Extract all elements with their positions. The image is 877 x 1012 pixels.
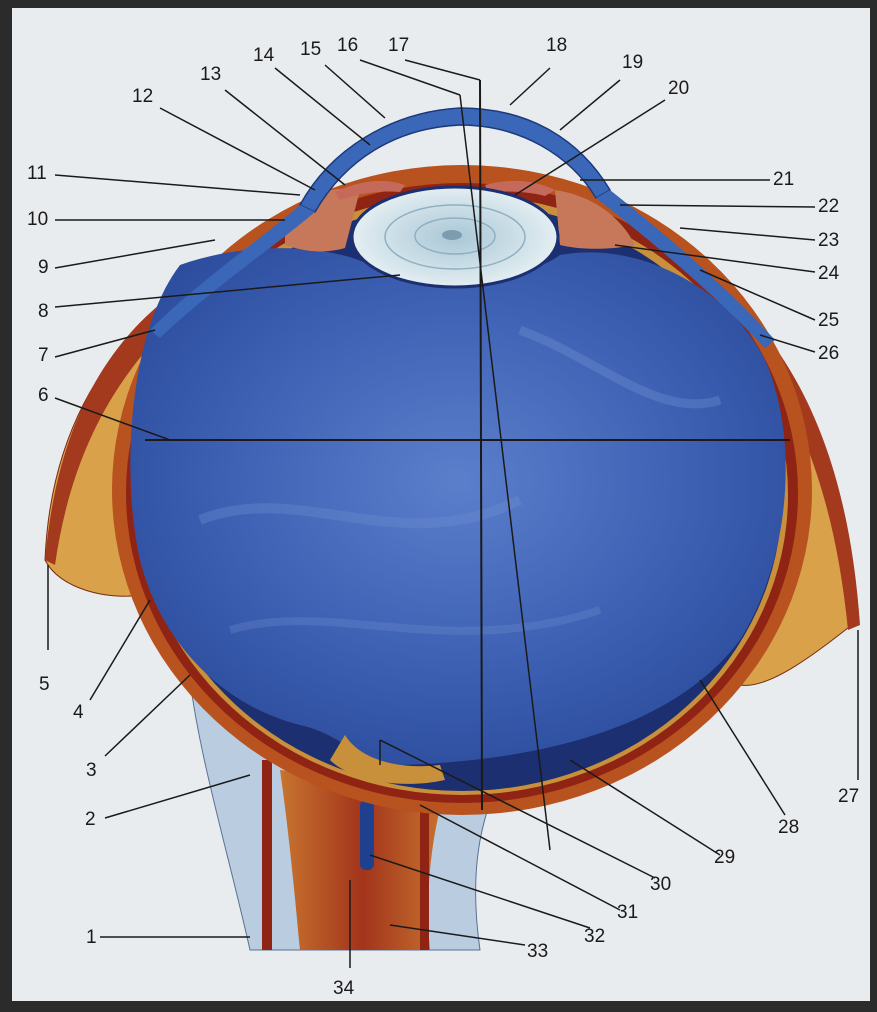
label-13: 13 [200, 64, 221, 85]
dural-sheath-line-2 [420, 790, 429, 950]
label-3: 3 [86, 760, 97, 781]
label-28: 28 [778, 817, 799, 838]
label-20: 20 [668, 78, 689, 99]
label-24: 24 [818, 263, 840, 284]
label-30: 30 [650, 874, 671, 895]
label-26: 26 [818, 343, 839, 364]
label-11: 11 [27, 163, 47, 184]
label-21: 21 [773, 169, 794, 190]
label-23: 23 [818, 230, 839, 251]
label-4: 4 [73, 702, 84, 723]
label-12: 12 [132, 86, 153, 107]
label-34: 34 [333, 978, 355, 999]
label-7: 7 [38, 345, 49, 366]
vitreous-body [130, 248, 785, 765]
label-8: 8 [38, 301, 49, 322]
label-29: 29 [714, 847, 735, 868]
label-14: 14 [253, 45, 275, 66]
label-33: 33 [527, 941, 548, 962]
central-retinal-vessel [360, 800, 374, 870]
label-32: 32 [584, 926, 605, 947]
dural-sheath-line [262, 760, 272, 950]
label-15: 15 [300, 39, 321, 60]
label-16: 16 [337, 35, 358, 56]
label-5: 5 [39, 674, 50, 695]
label-1: 1 [86, 927, 97, 948]
label-2: 2 [85, 809, 96, 830]
label-17: 17 [388, 35, 409, 56]
label-25: 25 [818, 310, 839, 331]
label-10: 10 [27, 209, 48, 230]
label-18: 18 [546, 35, 567, 56]
lens-center [442, 230, 462, 240]
label-31: 31 [617, 902, 638, 923]
label-19: 19 [622, 52, 643, 73]
label-6: 6 [38, 385, 49, 406]
label-22: 22 [818, 196, 839, 217]
label-27: 27 [838, 786, 859, 807]
label-9: 9 [38, 257, 49, 278]
